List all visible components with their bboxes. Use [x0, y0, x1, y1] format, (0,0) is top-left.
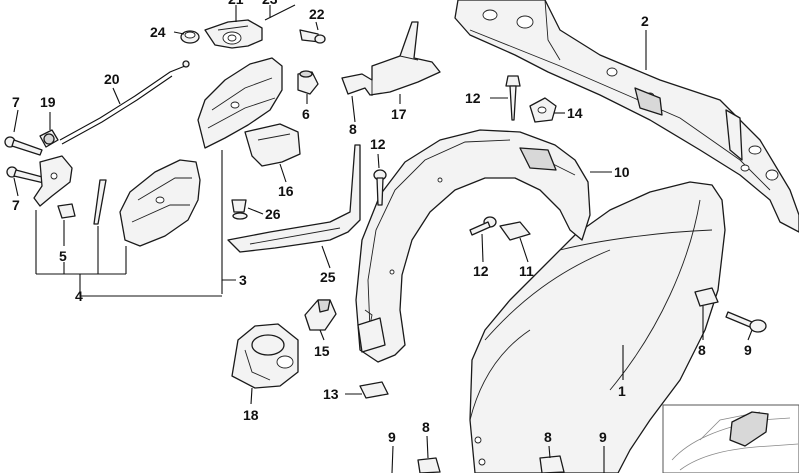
part-11-clip — [499, 221, 531, 241]
callout-12-top: 12 — [465, 90, 481, 106]
callout-2: 2 — [641, 13, 649, 29]
part-17-bracket — [341, 21, 441, 96]
part-6-plug — [297, 70, 319, 95]
callout-7-lower: 7 — [12, 197, 20, 213]
part-22-screw — [299, 29, 326, 44]
callout-9-right: 9 — [744, 342, 752, 358]
callout-23: 23 — [262, 0, 278, 7]
callout-10: 10 — [614, 164, 630, 180]
part-10-wheel-arch-liner — [355, 129, 591, 363]
callout-18: 18 — [243, 407, 259, 423]
part-14-nut — [529, 97, 557, 123]
callout-20: 20 — [104, 71, 120, 87]
callout-12-mid: 12 — [370, 136, 386, 152]
callout-4: 4 — [75, 288, 83, 304]
part-12-screw-a — [505, 75, 521, 121]
callout-8-bottom-right: 8 — [544, 429, 552, 445]
callout-8-bottom-left: 8 — [422, 419, 430, 435]
part-7-bolt-a — [4, 136, 43, 156]
part-26-rivet — [231, 199, 248, 220]
callout-1: 1 — [618, 383, 626, 399]
part-15-plug — [304, 299, 337, 331]
callout-8-left: 8 — [349, 121, 357, 137]
callout-3: 3 — [239, 272, 247, 288]
part-8-clip-bottom-b — [539, 455, 565, 473]
lock-bracket — [33, 155, 73, 207]
part-13-clip — [359, 381, 389, 399]
part-20-release-cable — [59, 60, 190, 145]
leader-lines — [13, 5, 753, 473]
part-5-clip — [57, 203, 76, 219]
callout-6: 6 — [302, 106, 310, 122]
callout-9-bottom-right: 9 — [599, 429, 607, 445]
part-8-clip-bottom-a — [417, 457, 441, 473]
callout-13: 13 — [323, 386, 339, 402]
callout-12-low: 12 — [473, 263, 489, 279]
part-16-trim — [244, 123, 301, 167]
part-24-grommet — [180, 30, 200, 44]
part-21-lock-actuator — [204, 19, 263, 49]
part-19-grommet — [39, 129, 59, 148]
callout-14: 14 — [567, 105, 583, 121]
part-18-filler-housing — [231, 323, 299, 389]
lock-rod — [93, 179, 107, 225]
part-2-rear-frame-rail — [454, 0, 799, 233]
callout-21: 21 — [228, 0, 244, 7]
callout-22: 22 — [309, 6, 325, 22]
callout-15: 15 — [314, 343, 330, 359]
lock-housing-upper — [197, 57, 283, 149]
part-1-side-panel — [469, 181, 726, 473]
callout-26: 26 — [265, 206, 281, 222]
callout-7-upper: 7 — [12, 94, 20, 110]
callout-24: 24 — [150, 24, 166, 40]
part-9-bolt-right — [725, 311, 767, 333]
inset-car-locator — [662, 404, 799, 473]
part-25-strip-bracket — [227, 144, 361, 253]
lock-housing-lower — [119, 159, 201, 247]
callout-5: 5 — [59, 248, 67, 264]
callout-9-bottom-left: 9 — [388, 429, 396, 445]
callout-labels: 24 21 23 22 20 7 19 6 12 14 17 8 12 10 2… — [12, 0, 752, 445]
callout-25: 25 — [320, 269, 336, 285]
callout-8-right: 8 — [698, 342, 706, 358]
part-12-screw-b — [373, 169, 387, 206]
part-8-clip-right — [694, 287, 719, 307]
callout-17: 17 — [391, 106, 407, 122]
callout-16: 16 — [278, 183, 294, 199]
callout-19: 19 — [40, 94, 56, 110]
part-12-screw-c — [469, 216, 497, 236]
callout-11: 11 — [519, 263, 534, 279]
